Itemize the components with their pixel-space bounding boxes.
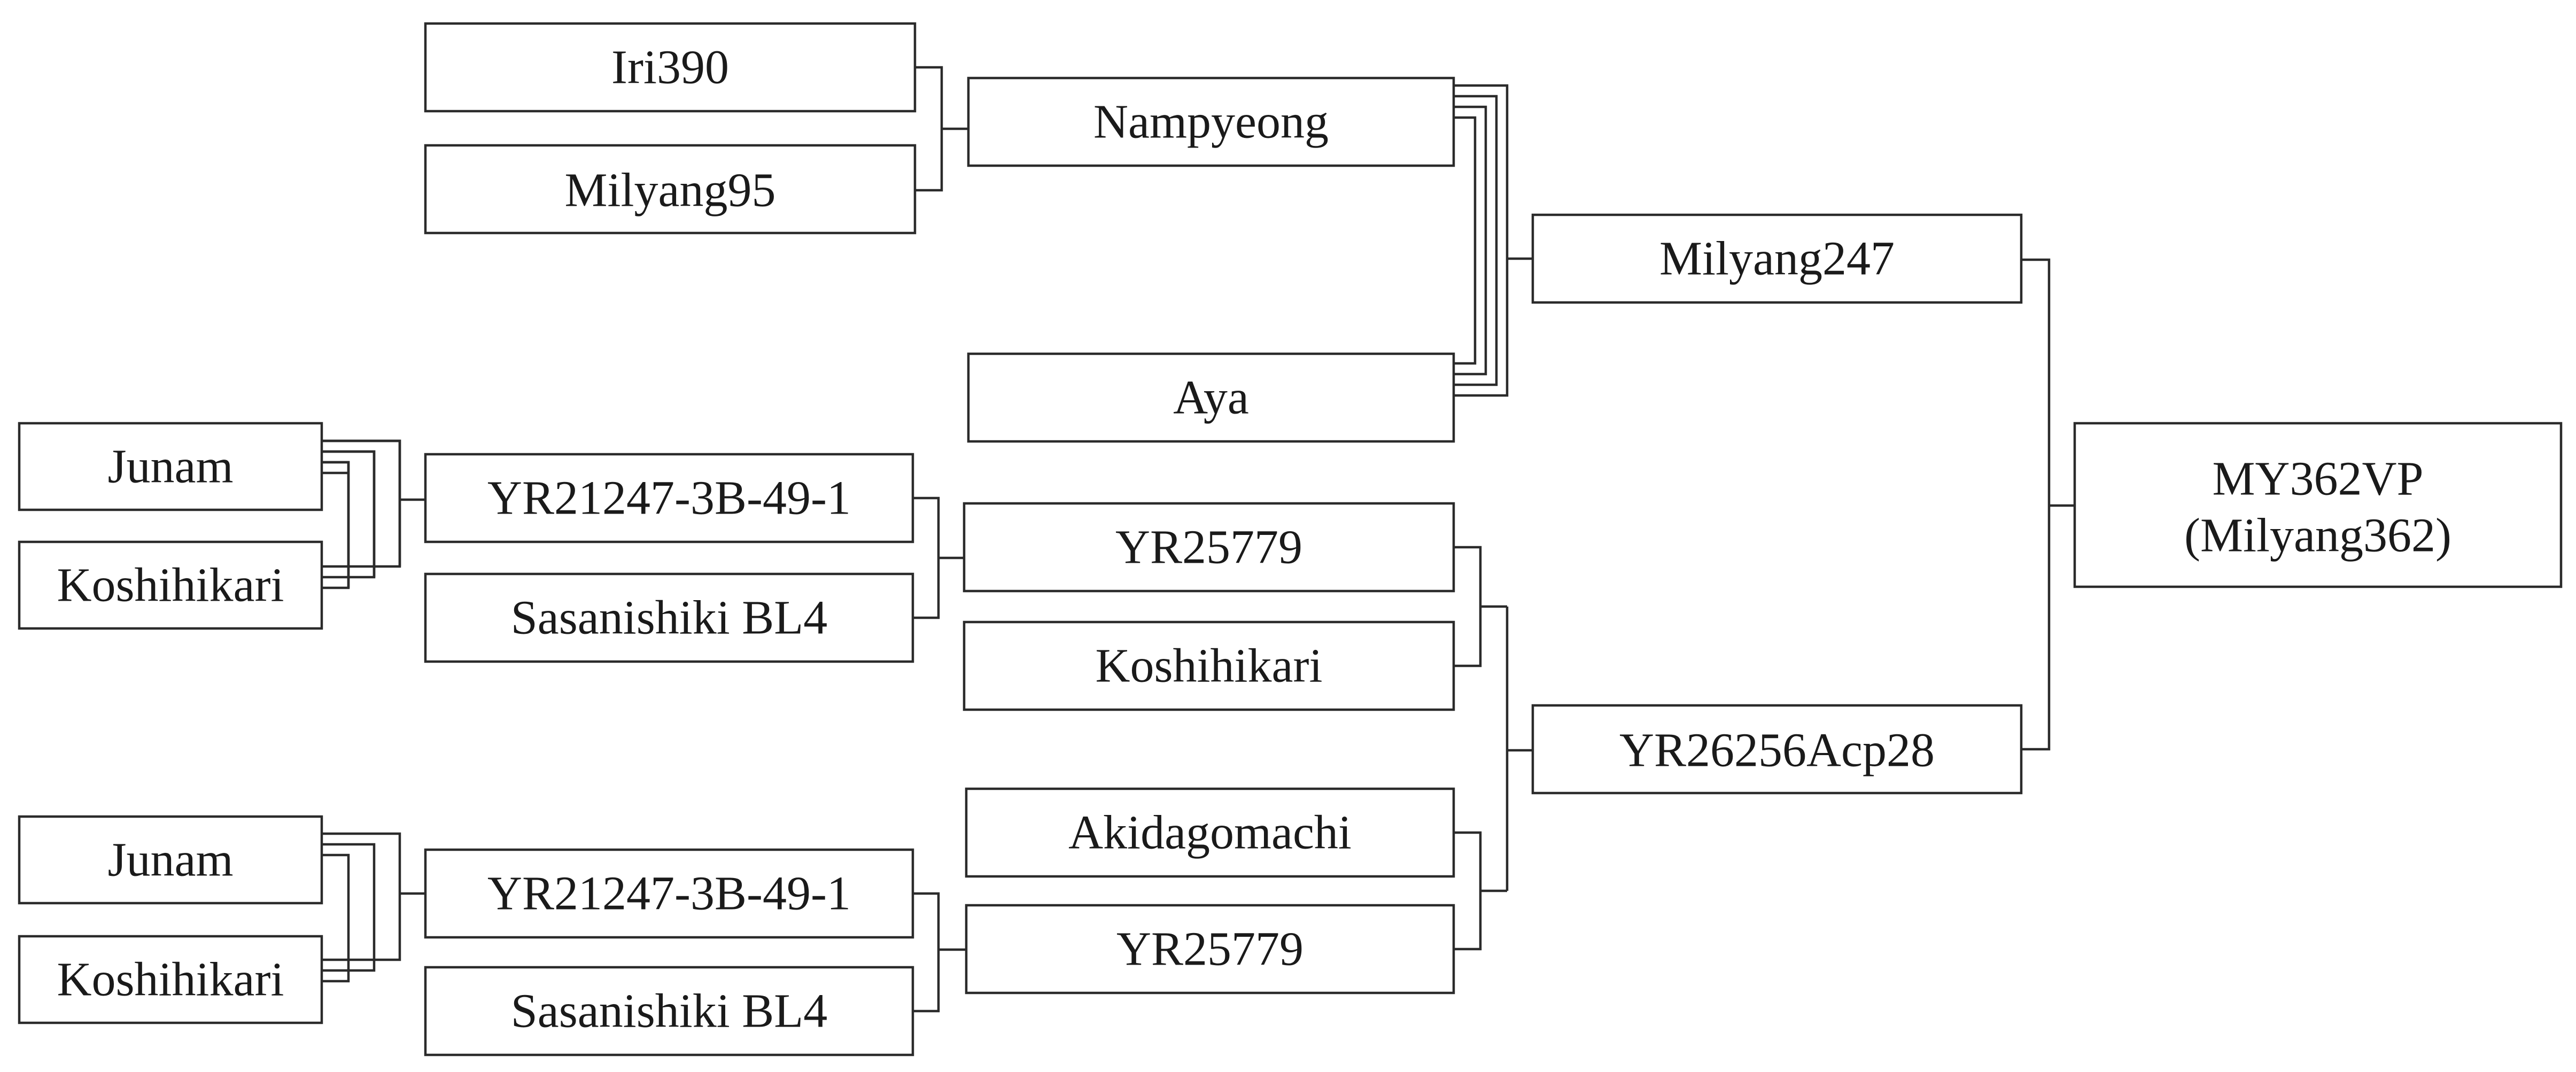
node-label: Junam bbox=[108, 834, 234, 887]
node-sasanishiki-a: Sasanishiki BL4 bbox=[424, 572, 914, 663]
connector-akidagomachi-yr25779-b bbox=[1454, 831, 1507, 951]
node-koshihikari-a: Koshihikari bbox=[18, 540, 323, 630]
node-label-line2: (Milyang362) bbox=[2184, 509, 2451, 562]
node-iri390: Iri390 bbox=[424, 22, 917, 113]
node-label: Junam bbox=[108, 440, 234, 493]
node-label: Milyang95 bbox=[565, 164, 776, 217]
node-label: Koshihikari bbox=[57, 559, 284, 612]
node-milyang247: Milyang247 bbox=[1531, 213, 2023, 304]
node-aya: Aya bbox=[967, 352, 1455, 443]
node-label: Akidagomachi bbox=[1068, 806, 1352, 859]
connector-iri390-milyang95-to-nampyeong bbox=[915, 66, 968, 192]
node-yr21247-b: YR21247-3B-49-1 bbox=[424, 848, 914, 939]
node-yr25779-a: YR25779 bbox=[963, 502, 1455, 593]
connector-yr21247-b-sasanishiki-b-to-yr25779-b bbox=[913, 892, 966, 1013]
node-junam-a: Junam bbox=[18, 422, 323, 511]
node-junam-b: Junam bbox=[18, 815, 323, 905]
node-label: YR21247-3B-49-1 bbox=[487, 472, 851, 525]
connector-to-my362vp bbox=[2021, 258, 2075, 751]
connector-yr25779-a-koshihikari-mid bbox=[1454, 546, 1507, 667]
node-label: YR25779 bbox=[1115, 521, 1302, 574]
node-label: Koshihikari bbox=[57, 953, 284, 1006]
node-koshihikari-mid: Koshihikari bbox=[963, 620, 1455, 711]
node-yr25779-b: YR25779 bbox=[965, 904, 1455, 995]
node-yr21247-a: YR21247-3B-49-1 bbox=[424, 453, 914, 543]
connector-yr21247-a-sasanishiki-a-to-yr25779-a bbox=[913, 496, 964, 619]
node-label: Sasanishiki BL4 bbox=[511, 985, 828, 1038]
node-akidagomachi: Akidagomachi bbox=[965, 787, 1455, 878]
node-milyang95: Milyang95 bbox=[424, 144, 917, 235]
node-label-line1: MY362VP bbox=[2212, 453, 2423, 506]
node-label: Milyang247 bbox=[1659, 232, 1895, 285]
node-label: Iri390 bbox=[611, 41, 729, 94]
node-label: YR26256Acp28 bbox=[1619, 724, 1935, 777]
node-label: Nampyeong bbox=[1093, 96, 1329, 149]
node-label: YR21247-3B-49-1 bbox=[487, 867, 851, 920]
connector-to-yr26256acp28 bbox=[1506, 607, 1533, 891]
node-koshihikari-b: Koshihikari bbox=[18, 935, 323, 1024]
connector-junam-koshihikari-a-inner bbox=[322, 439, 401, 588]
node-yr26256acp28: YR26256Acp28 bbox=[1531, 704, 2023, 795]
node-my362vp: MY362VP (Milyang362) bbox=[2073, 422, 2563, 588]
node-label: Koshihikari bbox=[1096, 640, 1323, 693]
node-sasanishiki-b: Sasanishiki BL4 bbox=[424, 966, 914, 1057]
node-label: YR25779 bbox=[1116, 923, 1303, 976]
node-nampyeong: Nampyeong bbox=[967, 76, 1455, 167]
connector-junam-koshihikari-b-to-yr21247-b bbox=[322, 832, 425, 983]
node-label: Sasanishiki BL4 bbox=[511, 592, 828, 644]
connector-nampyeong-aya-to-milyang247 bbox=[1454, 84, 1533, 397]
node-label: Aya bbox=[1173, 371, 1249, 424]
